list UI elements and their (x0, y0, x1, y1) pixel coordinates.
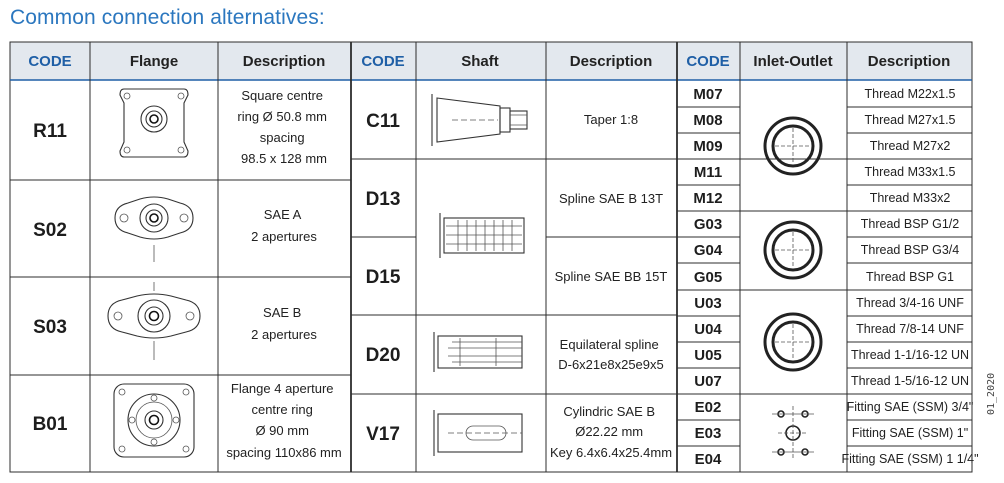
shaft-description: Cylindric SAE B Ø22.22 mm Key 6.4x6.4x25… (550, 404, 672, 460)
port-code: G04 (694, 242, 723, 259)
flange-description: Flange 4 aperture centre ring Ø 90 mm sp… (226, 381, 341, 460)
port-description: Thread BSP G1/2 (861, 217, 959, 231)
unf-port-drawing (763, 312, 823, 372)
header-flange: Flange (130, 53, 178, 70)
header-shaft: Shaft (461, 53, 499, 70)
shaft-code: C11 (366, 111, 400, 132)
flange-code: S02 (33, 220, 67, 241)
port-code: G03 (694, 216, 722, 233)
bsp-port-drawing (763, 220, 823, 280)
port-code: U03 (694, 295, 722, 312)
port-rows: M07 Thread M22x1.5 M08 Thread M27x1.5 M0… (693, 86, 978, 468)
port-code: M08 (693, 112, 722, 129)
port-description: Fitting SAE (SSM) 1 1/4" (841, 452, 978, 466)
flange-code: R11 (33, 121, 67, 142)
sae-a-flange-drawing (114, 196, 194, 262)
port-code: U04 (694, 321, 722, 338)
sae-fitting-drawing (772, 406, 814, 460)
flange-description-line: Flange 4 aperture (231, 381, 334, 396)
flange-description-line: spacing (260, 130, 305, 145)
flange-description-line: Ø 90 mm (255, 423, 308, 438)
shaft-code: D15 (366, 267, 401, 288)
metric-port-drawing (763, 116, 823, 176)
port-description: Thread M27x1.5 (864, 113, 955, 127)
header-inlet-outlet: Inlet-Outlet (753, 53, 832, 70)
table-grid (9, 41, 973, 473)
header-description-shaft: Description (570, 53, 653, 70)
header-code-flange: CODE (28, 53, 71, 70)
spline-shaft-drawing (439, 213, 525, 258)
port-code: M07 (693, 86, 722, 103)
shaft-description-line: D-6x21e8x25e9x5 (558, 357, 664, 372)
port-description: Fitting SAE (SSM) 3/4" (847, 400, 974, 414)
port-description: Thread BSP G1 (866, 270, 954, 284)
flange-description-line: SAE B (263, 305, 301, 320)
flange-description-line: 2 apertures (251, 327, 317, 342)
flange-code: S03 (33, 317, 67, 338)
port-code: M09 (693, 138, 722, 155)
port-code: E02 (695, 399, 722, 416)
shaft-description: Spline SAE BB 15T (555, 269, 668, 284)
square-flange-drawing (119, 88, 189, 158)
flange-description-line: 2 apertures (251, 229, 317, 244)
port-description: Thread M33x2 (870, 191, 951, 205)
shaft-description: Equilateral spline D-6x21e8x25e9x5 (558, 337, 664, 372)
taper-shaft-drawing (431, 94, 528, 146)
port-description: Thread M27x2 (870, 139, 951, 153)
port-code: U07 (694, 373, 722, 390)
port-code: E03 (695, 425, 722, 442)
flange-description: SAE B 2 apertures (251, 305, 317, 342)
port-code: U05 (694, 347, 722, 364)
flange-description-line: ring Ø 50.8 mm (237, 109, 327, 124)
header-code-shaft: CODE (361, 53, 404, 70)
port-description: Thread 1-5/16-12 UN (851, 374, 969, 388)
port-description: Thread 7/8-14 UNF (856, 322, 964, 336)
sae-b-flange-drawing (107, 282, 201, 360)
header-row: CODE Flange Description CODE Shaft Descr… (28, 53, 950, 70)
page-title: Common connection alternatives: (10, 6, 325, 29)
shaft-description: Spline SAE B 13T (559, 191, 663, 206)
header-code-port: CODE (686, 53, 729, 70)
shaft-description-line: Ø22.22 mm (575, 424, 643, 439)
flange-description-line: Square centre (241, 88, 323, 103)
shaft-description-line: Key 6.4x6.4x25.4mm (550, 445, 672, 460)
header-description-flange: Description (243, 53, 326, 70)
port-description: Thread M33x1.5 (864, 165, 955, 179)
port-description: Thread M22x1.5 (864, 87, 955, 101)
port-description: Thread 3/4-16 UNF (856, 296, 964, 310)
shaft-description-line: Equilateral spline (560, 337, 659, 352)
shaft-description: Taper 1:8 (584, 112, 638, 127)
port-description: Fitting SAE (SSM) 1" (852, 426, 968, 440)
flange-description: Square centre ring Ø 50.8 mm spacing 98.… (237, 88, 330, 166)
shaft-code: D20 (366, 345, 401, 366)
flange-code: B01 (33, 414, 68, 435)
four-aperture-flange-drawing (113, 383, 195, 458)
header-description-port: Description (868, 53, 951, 70)
port-code: E04 (695, 451, 722, 468)
port-code: M12 (693, 190, 722, 207)
port-description: Thread BSP G3/4 (861, 243, 959, 257)
shaft-code: V17 (366, 424, 400, 445)
shaft-code: D13 (366, 189, 401, 210)
flange-description-line: SAE A (264, 207, 302, 222)
port-code: M11 (694, 164, 722, 181)
port-description: Thread 1-1/16-12 UN (851, 348, 969, 362)
shaft-description-line: Cylindric SAE B (563, 404, 655, 419)
flange-description: SAE A 2 apertures (251, 207, 317, 244)
flange-description-line: centre ring (251, 402, 312, 417)
header-background (10, 42, 972, 80)
flange-description-line: 98.5 x 128 mm (241, 151, 327, 166)
cylindric-key-shaft-drawing (433, 410, 523, 456)
port-code: G05 (694, 269, 722, 286)
flange-description-line: spacing 110x86 mm (226, 445, 341, 460)
equilateral-spline-shaft-drawing (433, 332, 523, 372)
